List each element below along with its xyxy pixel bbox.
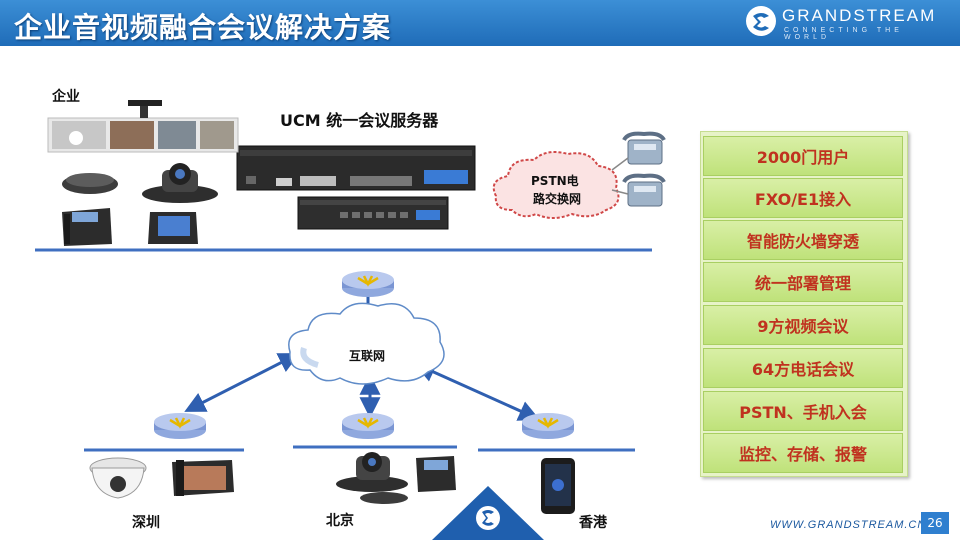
smartphone-icon <box>541 458 575 514</box>
feature-item: 智能防火墙穿透 <box>703 220 903 260</box>
cloud-to-shenzhen-arrow <box>184 353 300 412</box>
logo-name: GRANDSTREAM <box>782 6 937 25</box>
router-icon-hongkong <box>522 413 574 439</box>
feature-item: 统一部署管理 <box>703 262 903 302</box>
conference-phone-icon <box>62 173 118 194</box>
cloud-to-hongkong-arrow <box>414 362 540 421</box>
hongkong-label: 香港 <box>579 515 607 531</box>
footer-url: WWW.GRANDSTREAM.CN <box>770 519 927 531</box>
ip-phone-icon-beijing <box>416 456 456 492</box>
pstn-link-2 <box>611 189 629 195</box>
pstn-phone-icon-2 <box>622 173 666 207</box>
video-phone-icon-enterprise <box>148 212 198 244</box>
ip-phone-icon-1 <box>62 208 112 246</box>
ptz-camera-icon-beijing <box>336 452 408 504</box>
feature-item: PSTN、手机入会 <box>703 391 903 431</box>
header-bar: 企业音视频融合会议解决方案 GRANDSTREAM CONNECTING THE… <box>0 0 960 46</box>
pstn-label-line2: 路交换网 <box>533 192 582 206</box>
pstn-link-1 <box>611 157 629 171</box>
pstn-phone-icon-1 <box>622 131 666 165</box>
ucm-server-icon <box>236 145 476 191</box>
feature-item: FXO/E1接入 <box>703 178 903 218</box>
ptz-camera-icon <box>142 163 218 203</box>
pstn-cloud-icon <box>492 151 620 219</box>
feature-item: 9方视频会议 <box>703 305 903 345</box>
logo-tagline: CONNECTING THE WORLD <box>784 27 903 41</box>
internet-label: 互联网 <box>349 349 386 363</box>
feature-item: 监控、存储、报警 <box>703 433 903 473</box>
router-icon-beijing <box>342 413 394 439</box>
router-icon-enterprise <box>342 271 394 297</box>
internet-cloud-icon <box>288 302 445 385</box>
grandstream-logo-icon <box>746 6 776 36</box>
feature-item: 2000门用户 <box>703 136 903 176</box>
video-conference-screen-icon <box>47 117 239 153</box>
footer-logo-icon <box>432 486 544 540</box>
ucm-server-secondary-icon <box>297 196 449 230</box>
beijing-label: 北京 <box>326 513 354 529</box>
dome-camera-icon <box>89 457 147 499</box>
grandstream-logo: GRANDSTREAM CONNECTING THE WORLD <box>744 4 954 42</box>
video-phone-icon-shenzhen <box>172 460 234 496</box>
feature-item: 64方电话会议 <box>703 348 903 388</box>
router-icon-shenzhen <box>154 413 206 439</box>
shenzhen-label: 深圳 <box>132 515 160 531</box>
page-title: 企业音视频融合会议解决方案 <box>14 11 392 44</box>
conference-camera-icon <box>128 100 162 118</box>
enterprise-label: 企业 <box>52 89 80 105</box>
pstn-label-line1: PSTN电 <box>531 174 579 188</box>
page-number: 26 <box>921 512 949 534</box>
ucm-server-label: UCM 统一会议服务器 <box>280 111 439 130</box>
